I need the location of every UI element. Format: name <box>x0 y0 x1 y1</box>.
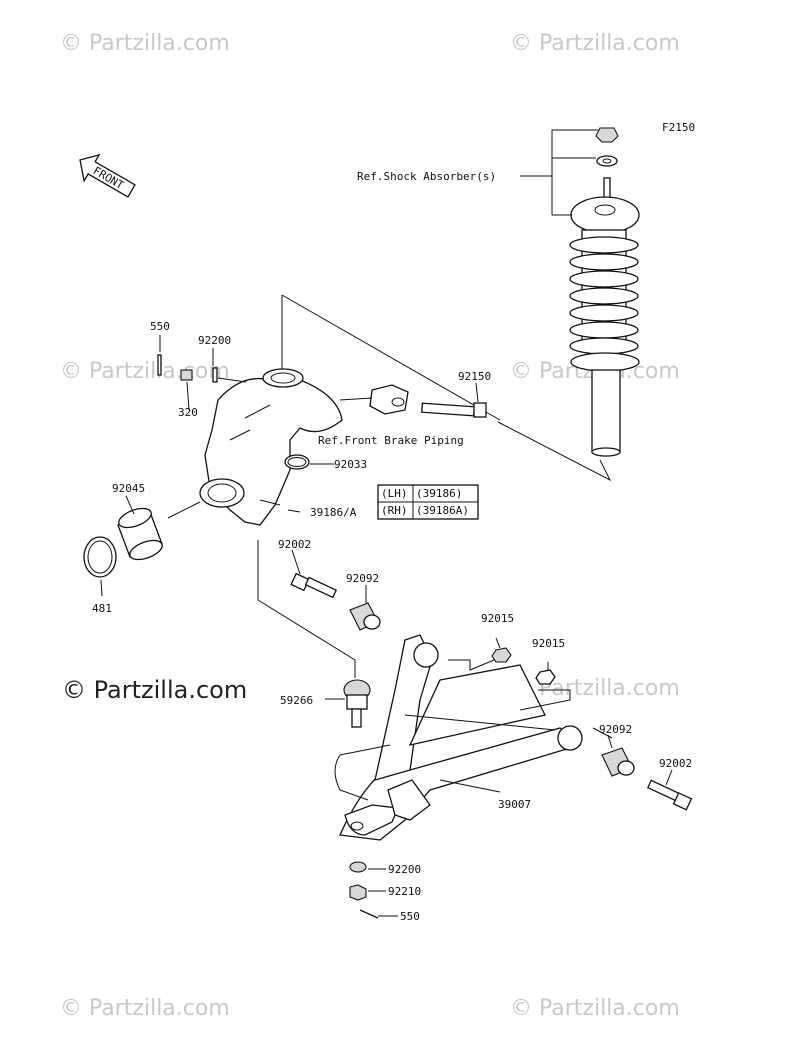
table-side: (RH) <box>381 504 408 517</box>
watermark: © Partzilla.com <box>60 31 230 56</box>
callout-39007: 39007 <box>498 798 531 811</box>
callout-92015: 92015 <box>481 612 514 625</box>
callout-481: 481 <box>92 602 112 615</box>
callout-92033: 92033 <box>334 458 367 471</box>
bearing-92045 <box>117 507 163 561</box>
callout-550: 550 <box>150 320 170 333</box>
bushing-92092-right <box>601 747 635 777</box>
callout-92092: 92092 <box>599 723 632 736</box>
callout-59266: 59266 <box>280 694 313 707</box>
cotter-pin-550 <box>157 354 162 376</box>
washer-92200 <box>212 367 218 383</box>
bolt-92002-upper <box>290 572 338 599</box>
part-320 <box>180 369 193 381</box>
watermark-main: © Partzilla.com <box>62 676 247 704</box>
watermark: © Partzilla.com <box>60 996 230 1021</box>
callout-320: 320 <box>178 406 198 419</box>
circlip-481 <box>83 536 117 578</box>
callout-39186: 39186/A <box>310 506 357 519</box>
nut-92015-b <box>535 669 556 685</box>
nut-92015-a <box>491 647 512 663</box>
callout-92150: 92150 <box>458 370 491 383</box>
watermark: © Partzilla.com <box>60 359 230 384</box>
ref-brake-piping: Ref.Front Brake Piping <box>318 434 464 447</box>
watermark: © Partzilla.com <box>510 996 680 1021</box>
variant-table: (LH) (39186) (RH) (39186A) <box>377 484 479 520</box>
bolt-92150 <box>421 402 487 418</box>
front-label: FRONT <box>91 164 127 192</box>
nut-92210 <box>349 884 367 901</box>
callout-550: 550 <box>400 910 420 923</box>
ref-shock-absorber: Ref.Shock Absorber(s) <box>357 170 496 183</box>
table-part: (39186A) <box>416 504 469 517</box>
callout-92045: 92045 <box>112 482 145 495</box>
figure-code: F2150 <box>662 121 695 134</box>
callout-92015: 92015 <box>532 637 565 650</box>
table-side: (LH) <box>381 487 408 500</box>
callout-92002: 92002 <box>659 757 692 770</box>
ball-joint-59266 <box>343 679 371 728</box>
lower-a-arm-39007 <box>334 634 583 841</box>
watermark: © Partzilla.com <box>510 31 680 56</box>
callout-92200: 92200 <box>198 334 231 347</box>
table-part: (39186) <box>416 487 462 500</box>
callout-92210: 92210 <box>388 885 421 898</box>
bushing-92092-upper <box>349 602 381 631</box>
washer-92200-lower <box>349 861 367 873</box>
brake-bracket <box>369 384 409 415</box>
shock-absorber <box>569 127 640 457</box>
steering-knuckle <box>199 368 343 526</box>
callout-92200: 92200 <box>388 863 421 876</box>
bolt-92002-right <box>646 779 693 811</box>
callout-92002: 92002 <box>278 538 311 551</box>
cotter-pin-550-lower <box>359 909 379 919</box>
callout-92092: 92092 <box>346 572 379 585</box>
front-arrow-icon: FRONT <box>79 153 136 198</box>
